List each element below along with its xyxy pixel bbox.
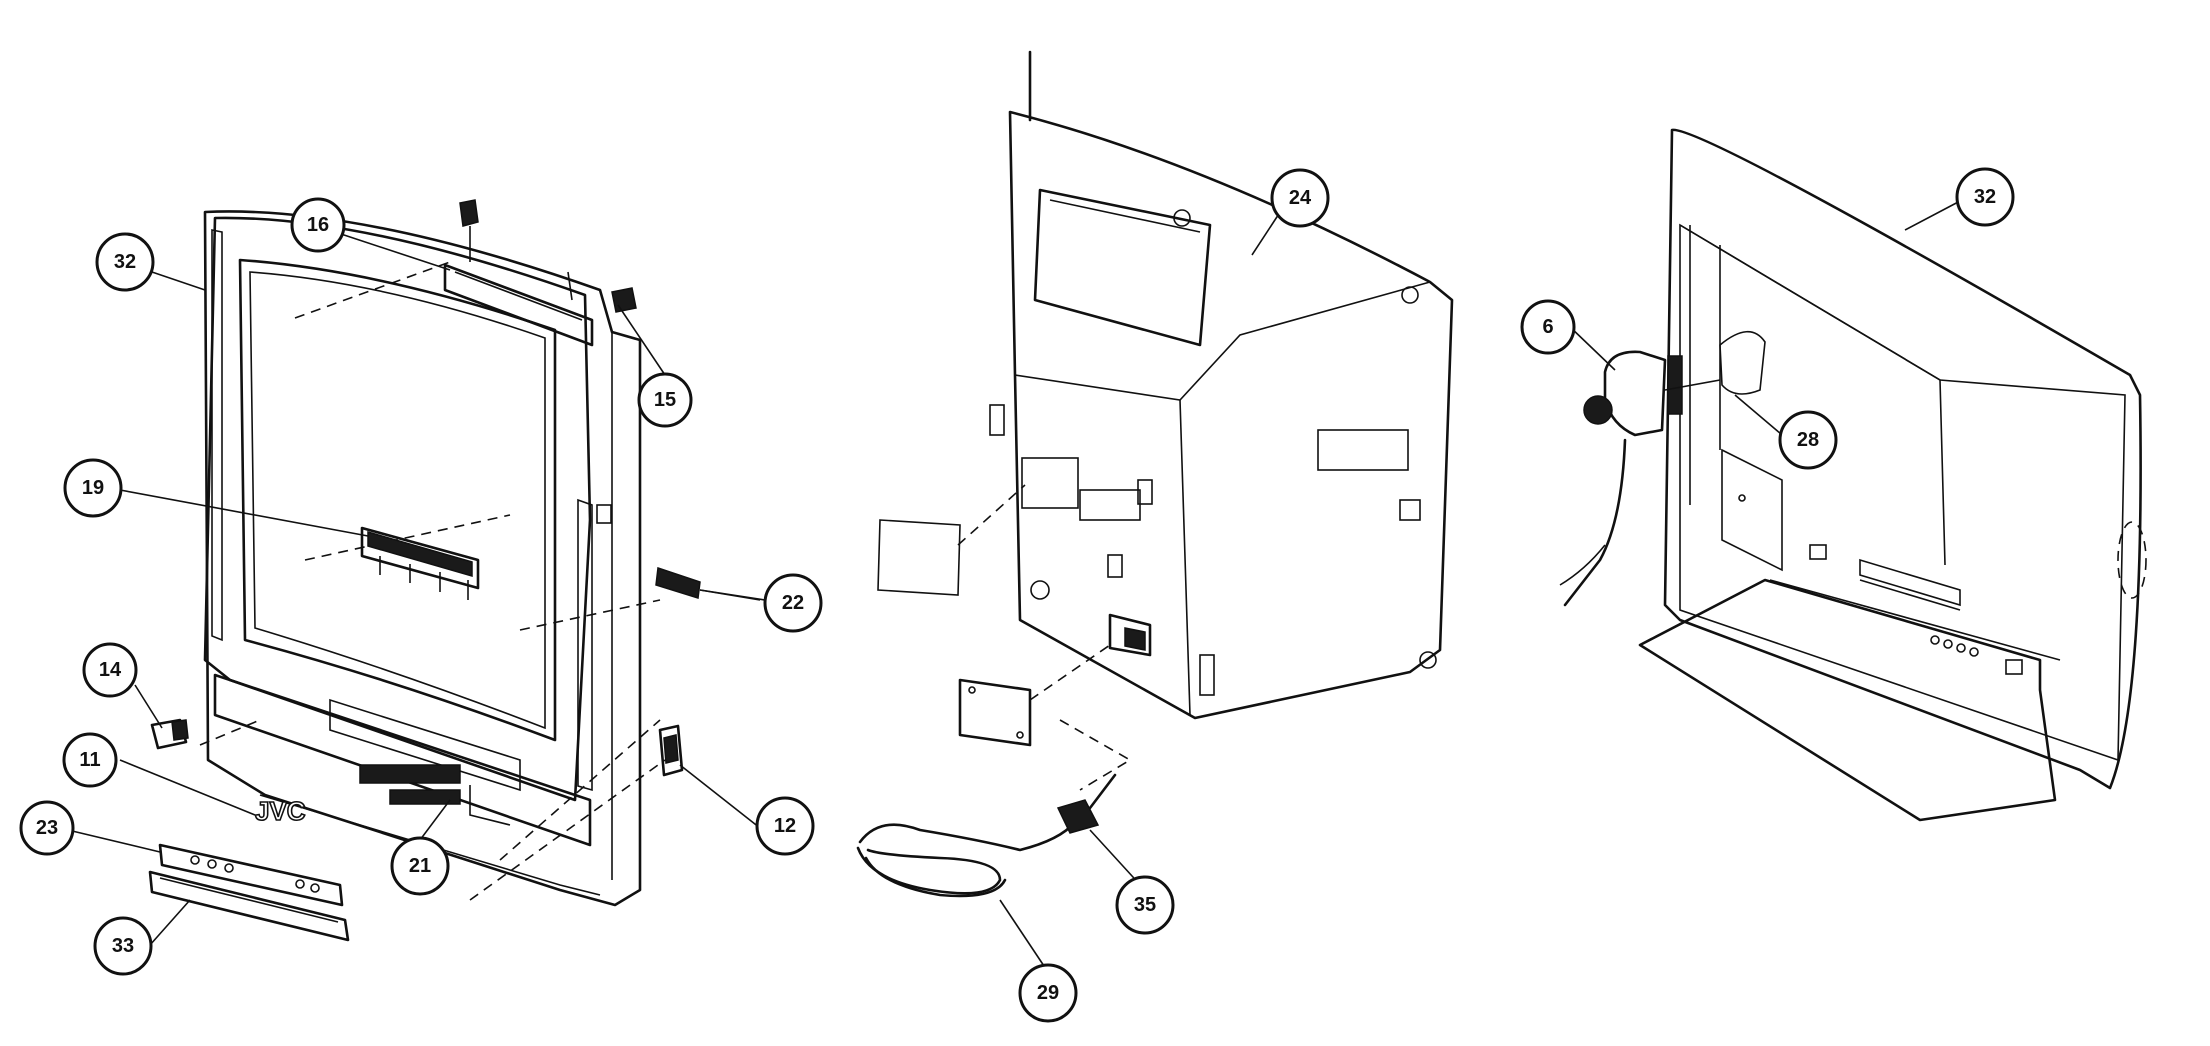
callout-32-front: 32 xyxy=(95,232,155,292)
callout-label: 33 xyxy=(112,935,134,957)
callout-29: 29 xyxy=(1018,963,1078,1023)
callout-label: 24 xyxy=(1289,187,1312,209)
part-14 xyxy=(150,718,189,750)
callout-label: 19 xyxy=(82,477,104,499)
logo-text: JVC xyxy=(255,796,306,826)
callout-label: 15 xyxy=(654,389,676,411)
callout-label: 6 xyxy=(1542,316,1553,338)
callout-15: 15 xyxy=(637,372,693,428)
part-19-holder xyxy=(360,526,480,600)
callout-21: 21 xyxy=(390,836,450,896)
part-11-logo: JVC xyxy=(254,795,306,827)
callout-label: 23 xyxy=(36,817,58,839)
power-cord xyxy=(856,773,1117,898)
callout-group: 32 16 15 19 22 14 11 23 xyxy=(19,167,2015,1023)
part-6-yoke xyxy=(1559,350,1721,607)
callout-label: 32 xyxy=(114,251,136,273)
callout-label: 35 xyxy=(1134,894,1156,916)
rear-cabinet xyxy=(1638,128,2147,822)
part-33-door xyxy=(148,870,350,942)
callout-label: 22 xyxy=(782,592,804,614)
callout-label: 12 xyxy=(774,815,796,837)
callout-22: 22 xyxy=(763,573,823,633)
callout-6: 6 xyxy=(1520,299,1576,355)
part-12 xyxy=(658,724,684,777)
callout-label: 11 xyxy=(79,749,100,771)
callout-12: 12 xyxy=(755,796,815,856)
callout-19: 19 xyxy=(63,458,123,518)
callout-label: 14 xyxy=(99,659,122,681)
part-16-bracket xyxy=(443,199,594,347)
callout-label: 16 xyxy=(307,214,329,236)
callout-label: 29 xyxy=(1037,982,1059,1004)
callout-23: 23 xyxy=(19,800,75,856)
rear-cover xyxy=(877,50,1454,791)
callout-label: 32 xyxy=(1974,186,1996,208)
callout-label: 21 xyxy=(409,855,431,877)
callout-33: 33 xyxy=(93,916,153,976)
callout-label: 28 xyxy=(1797,429,1819,451)
callout-16: 16 xyxy=(290,197,346,253)
part-22 xyxy=(655,566,761,601)
callout-32-rear: 32 xyxy=(1955,167,2015,227)
callout-35: 35 xyxy=(1115,875,1175,935)
callout-28: 28 xyxy=(1778,410,1838,470)
callout-11: 11 xyxy=(62,732,118,788)
callout-14: 14 xyxy=(82,642,138,698)
callout-24: 24 xyxy=(1270,168,1330,228)
front-cabinet xyxy=(199,210,666,907)
part-23-panel xyxy=(158,843,344,907)
